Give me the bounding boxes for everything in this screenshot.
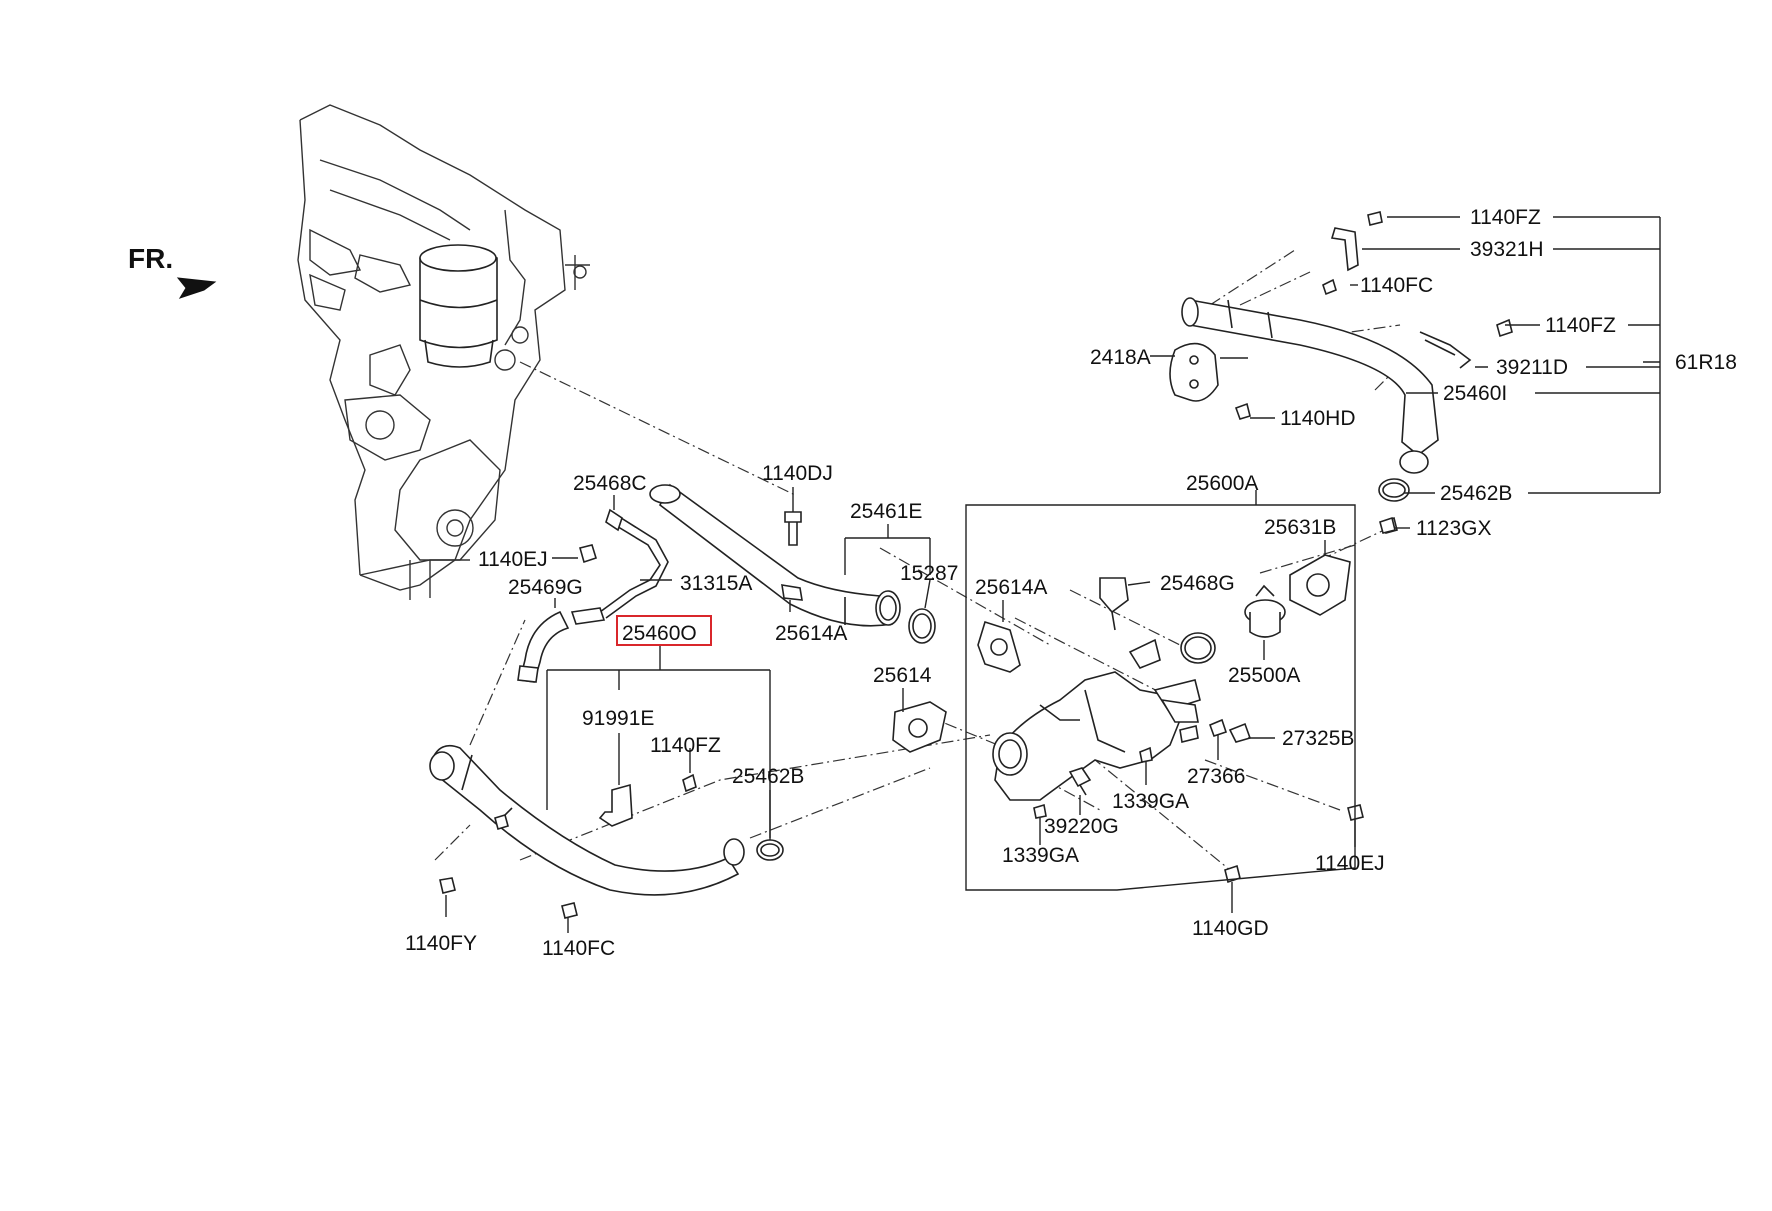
label-39211d[interactable]: 39211D <box>1496 356 1568 379</box>
front-direction-marker: FR. <box>128 243 217 299</box>
label-25469g[interactable]: 25469G <box>508 576 583 599</box>
label-25468c[interactable]: 25468C <box>573 472 647 495</box>
small-hose-25468C <box>570 508 669 625</box>
middle-pipe-25461E <box>649 483 936 644</box>
label-1140ej-left[interactable]: 1140EJ <box>478 548 548 571</box>
lower-pipe-25460O <box>429 744 784 919</box>
label-1140fz-mid[interactable]: 1140FZ <box>1545 314 1616 337</box>
assembly-dashed-lines <box>434 249 1401 871</box>
label-25462b-top[interactable]: 25462B <box>1440 482 1512 505</box>
label-1140ej-right[interactable]: 1140EJ <box>1315 852 1385 875</box>
label-27366[interactable]: 27366 <box>1187 765 1245 788</box>
gaskets-25614 <box>892 620 1021 753</box>
label-25461e[interactable]: 25461E <box>850 500 922 523</box>
label-1140fc-top[interactable]: 1140FC <box>1360 274 1433 297</box>
label-1140gd[interactable]: 1140GD <box>1192 917 1269 940</box>
label-1140hd[interactable]: 1140HD <box>1280 407 1356 430</box>
label-15287[interactable]: 15287 <box>900 562 958 585</box>
label-39321h[interactable]: 39321H <box>1470 238 1544 261</box>
label-1140fc-lower[interactable]: 1140FC <box>542 937 615 960</box>
label-39220g[interactable]: 39220G <box>1044 815 1119 838</box>
label-27325b[interactable]: 27325B <box>1282 727 1354 750</box>
leader-lines <box>445 216 1661 933</box>
selected-part-highlight <box>616 615 712 646</box>
label-25462b-lower[interactable]: 25462B <box>732 765 804 788</box>
label-25500a[interactable]: 25500A <box>1228 664 1300 687</box>
fr-label: FR. <box>128 243 173 274</box>
label-1140dj[interactable]: 1140DJ <box>762 462 833 485</box>
hose-25469G <box>517 610 570 683</box>
label-91991e[interactable]: 91991E <box>582 707 654 730</box>
label-25631b[interactable]: 25631B <box>1264 516 1336 539</box>
label-1123gx[interactable]: 1123GX <box>1416 517 1492 540</box>
label-31315a[interactable]: 31315A <box>680 572 752 595</box>
label-25600a[interactable]: 25600A <box>1186 472 1258 495</box>
label-1339ga-right[interactable]: 1339GA <box>1112 790 1189 813</box>
part-number-labels: 1140FZ 39321H 1140FC 1140FZ 61R18 2418A … <box>405 206 1737 960</box>
label-1140fy[interactable]: 1140FY <box>405 932 477 955</box>
label-25460o[interactable]: 25460O <box>622 622 697 645</box>
label-2418a[interactable]: 2418A <box>1090 346 1151 369</box>
front-arrow-icon <box>176 277 217 299</box>
label-61r18[interactable]: 61R18 <box>1675 351 1737 374</box>
label-25614a-right[interactable]: 25614A <box>975 576 1047 599</box>
label-25460i[interactable]: 25460I <box>1443 382 1507 405</box>
label-25468g[interactable]: 25468G <box>1160 572 1235 595</box>
label-1339ga-left[interactable]: 1339GA <box>1002 844 1079 867</box>
upper-pipe-25460I <box>1169 211 1513 534</box>
label-1140fz-lower[interactable]: 1140FZ <box>650 734 721 757</box>
engine-block-drawing <box>297 104 590 600</box>
label-25614a-left[interactable]: 25614A <box>775 622 847 645</box>
label-1140fz-top[interactable]: 1140FZ <box>1470 206 1541 229</box>
label-25614[interactable]: 25614 <box>873 664 932 687</box>
